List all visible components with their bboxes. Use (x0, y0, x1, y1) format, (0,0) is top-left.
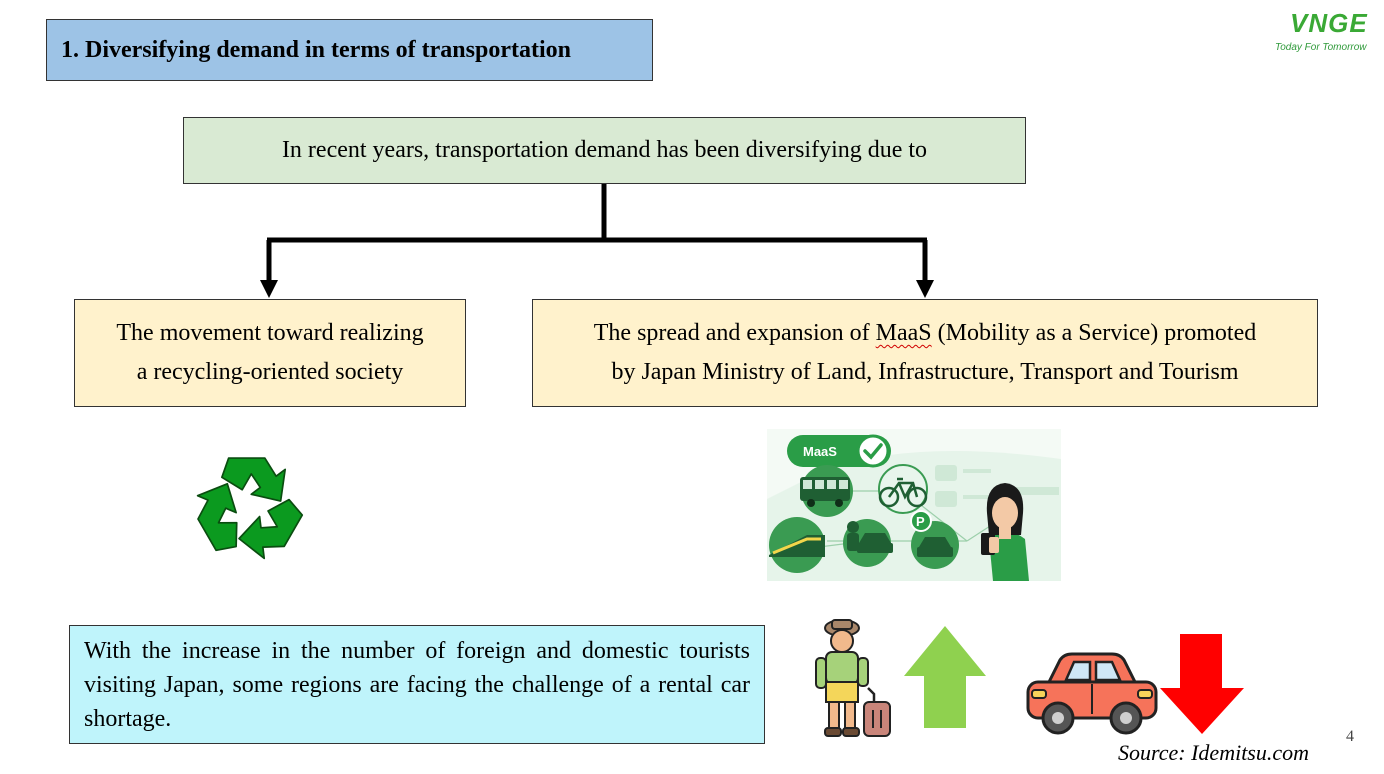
cause-recycling-society: The movement toward realizing a recyclin… (74, 299, 466, 407)
arrow-head-left (260, 280, 278, 298)
source-caption: Source: Idemitsu.com (1118, 740, 1310, 765)
left-box-line2: a recycling-oriented society (136, 359, 404, 385)
logo-brand: VNGE (1290, 8, 1368, 38)
up-arrow-icon (904, 626, 986, 728)
right-box-line1-before: The spread and expansion of (593, 320, 876, 346)
maas-illustration: MaaS P (767, 429, 1061, 581)
left-box-line1: The movement toward realizing (116, 320, 424, 346)
recycle-icon (196, 457, 304, 560)
vnge-logo: VNGE Today For Tomorrow (1270, 6, 1384, 58)
page-number: 4 (1346, 728, 1354, 745)
maas-word: MaaS (875, 320, 932, 346)
logo-tagline: Today For Tomorrow (1275, 42, 1367, 53)
cause-maas-expansion: The spread and expansion of MaaS (Mobili… (532, 299, 1318, 407)
down-arrow-icon (1160, 634, 1244, 734)
maas-badge-label: MaaS (803, 444, 837, 459)
page-title: 1. Diversifying demand in terms of trans… (46, 19, 653, 81)
intro-statement: In recent years, transportation demand h… (183, 117, 1026, 184)
rental-car-shortage-note: With the increase in the number of forei… (69, 625, 765, 744)
arrow-head-right (916, 280, 934, 298)
tourist-icon (815, 619, 891, 737)
right-box-line1-after: (Mobility as a Service) promoted (931, 320, 1257, 346)
car-icon (1026, 652, 1158, 735)
right-box-line2: by Japan Ministry of Land, Infrastructur… (611, 359, 1239, 385)
parking-label: P (916, 514, 925, 529)
